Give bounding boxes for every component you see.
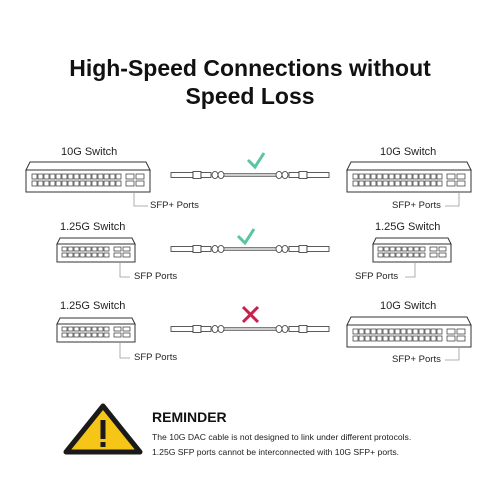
warning-icon bbox=[63, 403, 143, 455]
title-line-2: Speed Loss bbox=[185, 83, 315, 109]
right-ports-label-row1: SFP+ Ports bbox=[392, 200, 441, 211]
switch-125g-left-row3 bbox=[56, 317, 136, 343]
dac-cable-row3 bbox=[170, 325, 330, 333]
dac-cable-row1 bbox=[170, 171, 330, 179]
check-icon-row2 bbox=[236, 228, 256, 246]
left-switch-label-row3: 1.25G Switch bbox=[60, 300, 126, 312]
left-ports-label-row1: SFP+ Ports bbox=[150, 200, 199, 211]
cross-icon-row3 bbox=[241, 305, 260, 324]
title-line-1: High-Speed Connections without bbox=[69, 55, 431, 81]
dac-cable-row2 bbox=[170, 245, 330, 253]
right-ports-label-row2: SFP Ports bbox=[355, 271, 399, 282]
right-switch-label-row3: 10G Switch bbox=[380, 300, 437, 312]
right-switch-label-row1: 10G Switch bbox=[380, 146, 437, 158]
check-icon-row1 bbox=[246, 152, 266, 170]
reminder-line-2: 1.25G SFP ports cannot be interconnected… bbox=[152, 447, 400, 457]
left-ports-label-row2: SFP Ports bbox=[134, 271, 178, 282]
reminder-line-1: The 10G DAC cable is not designed to lin… bbox=[152, 432, 412, 442]
page-title: High-Speed Connections without Speed Los… bbox=[0, 54, 500, 110]
switch-10g-right-row3 bbox=[346, 316, 472, 348]
right-ports-label-row3: SFP+ Ports bbox=[392, 354, 441, 365]
right-switch-label-row2: 1.25G Switch bbox=[375, 221, 441, 233]
left-switch-label-row1: 10G Switch bbox=[61, 146, 118, 158]
switch-10g-right bbox=[346, 161, 472, 193]
switch-125g-left-row2 bbox=[56, 237, 136, 263]
switch-125g-right bbox=[372, 237, 452, 263]
switch-10g-left bbox=[25, 161, 151, 193]
left-ports-label-row3: SFP Ports bbox=[134, 352, 178, 363]
left-switch-label-row2: 1.25G Switch bbox=[60, 221, 126, 233]
reminder-title: REMINDER bbox=[152, 409, 227, 425]
